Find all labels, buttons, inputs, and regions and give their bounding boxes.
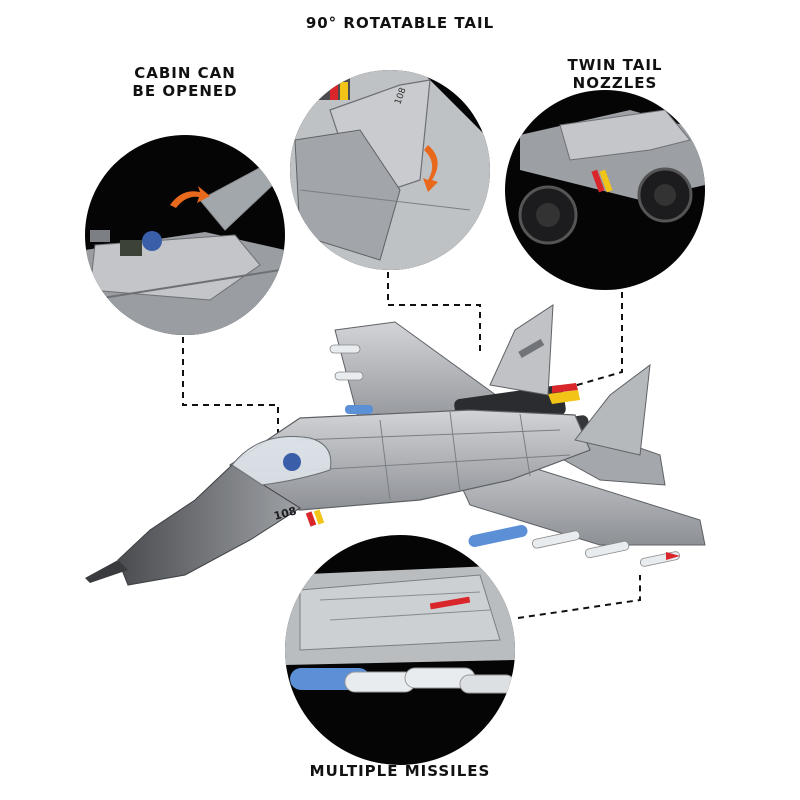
fighter-jet-model: 108 — [85, 304, 706, 586]
label-text: 90° ROTATABLE TAIL — [305, 14, 495, 32]
fuselage-stripes — [305, 509, 325, 527]
label-text: CABIN CAN — [134, 64, 236, 82]
rotate-arrow-icon — [170, 186, 210, 208]
panel-lines — [299, 411, 571, 501]
label-text: NOZZLES — [572, 74, 658, 92]
callout-tail: 108 — [290, 70, 490, 270]
canopy — [231, 436, 332, 486]
callout-cabin — [85, 135, 285, 335]
label-cabin-opened: CABIN CAN BE OPENED — [105, 64, 265, 100]
leader-line-cabin — [182, 337, 279, 452]
leader-line-tail — [387, 272, 481, 352]
leader-line-missiles — [517, 575, 641, 619]
label-twin-tail-nozzles: TWIN TAIL NOZZLES — [545, 56, 685, 92]
callout-missiles — [285, 535, 515, 765]
label-multiple-missiles: MULTIPLE MISSILES — [220, 762, 580, 780]
label-text: MULTIPLE MISSILES — [309, 762, 491, 780]
rotate-arrow-icon — [423, 145, 438, 192]
leader-lines — [182, 272, 641, 619]
label-rotatable-tail: 90° ROTATABLE TAIL — [250, 14, 550, 32]
label-text: TWIN TAIL — [567, 56, 663, 74]
tail-number: 108 — [272, 504, 298, 523]
leader-line-nozzles — [559, 292, 623, 391]
callout-nozzles — [505, 90, 705, 290]
vertical-tail-left — [489, 304, 554, 396]
nose-tip — [85, 560, 128, 583]
label-text: BE OPENED — [132, 82, 238, 100]
pilot-helmet — [283, 453, 301, 471]
nose-cone — [117, 464, 301, 586]
vertical-tail-right — [574, 363, 651, 456]
missiles-under-wing — [329, 344, 681, 567]
